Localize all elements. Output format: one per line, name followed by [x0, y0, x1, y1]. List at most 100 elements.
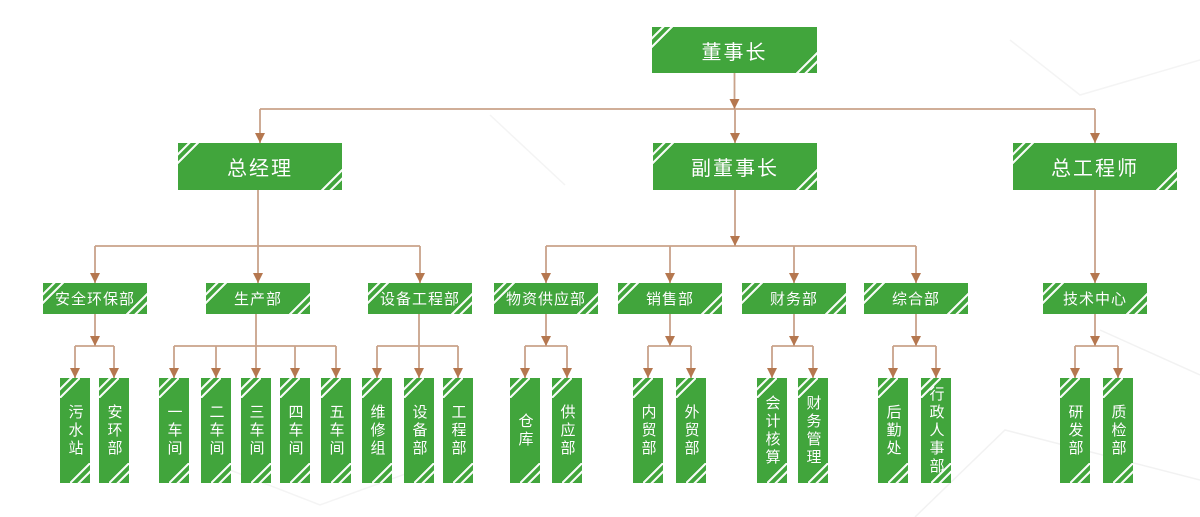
corner-stripe-icon — [820, 288, 846, 314]
corner-stripe-icon — [60, 378, 80, 398]
corner-stripe-icon — [676, 378, 696, 398]
org-node-admin-hr[interactable]: 行政人事部 — [921, 378, 951, 483]
org-node-workshop-5[interactable]: 五车间 — [321, 378, 351, 483]
org-node-general-manager[interactable]: 总经理 — [178, 143, 342, 190]
corner-stripe-icon — [109, 463, 129, 483]
decor-line — [1100, 330, 1200, 375]
org-node-workshop-2[interactable]: 二车间 — [201, 378, 231, 483]
org-node-chairman[interactable]: 董事长 — [652, 27, 817, 73]
org-node-vice-chairman[interactable]: 副董事长 — [653, 143, 817, 190]
org-node-material-supply[interactable]: 物资供应部 — [494, 283, 598, 314]
org-node-qc-dept[interactable]: 质检部 — [1103, 378, 1133, 483]
org-node-label: 维修组 — [367, 404, 388, 458]
decor-line — [490, 115, 565, 185]
org-node-engineering-dept[interactable]: 工程部 — [443, 378, 473, 483]
corner-stripe-icon — [99, 378, 119, 398]
corner-stripe-icon — [443, 378, 463, 398]
org-node-label: 质检部 — [1108, 404, 1129, 458]
org-node-workshop-1[interactable]: 一车间 — [159, 378, 189, 483]
org-node-general-affairs[interactable]: 综合部 — [864, 283, 968, 314]
corner-stripe-icon — [331, 463, 351, 483]
corner-stripe-icon — [404, 378, 424, 398]
corner-stripe-icon — [618, 283, 644, 309]
org-node-label: 设备部 — [409, 404, 430, 458]
org-node-label: 董事长 — [702, 36, 768, 65]
org-node-warehouse[interactable]: 仓库 — [510, 378, 540, 483]
org-node-rd-dept[interactable]: 研发部 — [1060, 378, 1090, 483]
org-node-label: 一车间 — [164, 404, 185, 458]
corner-stripe-icon — [878, 378, 898, 398]
org-node-label: 工程部 — [448, 404, 469, 458]
org-node-production[interactable]: 生产部 — [206, 283, 310, 314]
org-node-finance[interactable]: 财务部 — [742, 283, 846, 314]
corner-stripe-icon — [290, 463, 310, 483]
corner-stripe-icon — [362, 378, 382, 398]
corner-stripe-icon — [562, 463, 582, 483]
org-node-label: 外贸部 — [681, 404, 702, 458]
corner-stripe-icon — [241, 378, 261, 398]
org-node-accounting[interactable]: 会计核算 — [757, 378, 787, 483]
corner-stripe-icon — [643, 463, 663, 483]
org-node-label: 物资供应部 — [506, 288, 586, 309]
org-node-label: 供应部 — [557, 404, 578, 458]
org-node-safety-dept[interactable]: 安环部 — [99, 378, 129, 483]
org-node-label: 技术中心 — [1063, 288, 1127, 309]
org-node-label: 总经理 — [227, 152, 293, 181]
corner-stripe-icon — [1103, 378, 1123, 398]
corner-stripe-icon — [696, 288, 722, 314]
corner-stripe-icon — [742, 283, 768, 309]
org-node-label: 仓库 — [515, 413, 536, 449]
org-node-logistics[interactable]: 后勤处 — [878, 378, 908, 483]
org-node-label: 内贸部 — [638, 404, 659, 458]
org-node-label: 污水站 — [65, 404, 86, 458]
org-node-label: 总工程师 — [1051, 152, 1139, 181]
decor-line — [915, 430, 1200, 517]
org-node-supply-dept[interactable]: 供应部 — [552, 378, 582, 483]
org-node-label: 财务管理 — [803, 395, 824, 467]
org-node-sewage-station[interactable]: 污水站 — [60, 378, 90, 483]
corner-stripe-icon — [652, 27, 678, 53]
corner-stripe-icon — [791, 164, 817, 190]
org-node-maintenance[interactable]: 维修组 — [362, 378, 392, 483]
corner-stripe-icon — [510, 378, 530, 398]
corner-stripe-icon — [633, 378, 653, 398]
org-node-label: 生产部 — [234, 288, 282, 309]
corner-stripe-icon — [1151, 164, 1177, 190]
corner-stripe-icon — [414, 463, 434, 483]
corner-stripe-icon — [520, 463, 540, 483]
org-node-tech-center[interactable]: 技术中心 — [1043, 283, 1147, 314]
connector-group — [75, 73, 1118, 378]
org-node-label: 四车间 — [285, 404, 306, 458]
org-node-financial-mgmt[interactable]: 财务管理 — [798, 378, 828, 483]
org-node-label: 设备工程部 — [380, 288, 460, 309]
org-node-domestic-trade[interactable]: 内贸部 — [633, 378, 663, 483]
org-node-safety-env[interactable]: 安全环保部 — [43, 283, 147, 314]
corner-stripe-icon — [70, 463, 90, 483]
org-node-equipment-dept[interactable]: 设备部 — [404, 378, 434, 483]
org-node-label: 安全环保部 — [55, 288, 135, 309]
corner-stripe-icon — [453, 463, 473, 483]
corner-stripe-icon — [206, 283, 232, 309]
org-node-label: 后勤处 — [883, 404, 904, 458]
org-node-sales[interactable]: 销售部 — [618, 283, 722, 314]
org-node-label: 销售部 — [646, 288, 694, 309]
corner-stripe-icon — [159, 378, 179, 398]
org-node-foreign-trade[interactable]: 外贸部 — [676, 378, 706, 483]
org-node-label: 综合部 — [892, 288, 940, 309]
org-node-label: 三车间 — [246, 404, 267, 458]
decor-line — [1010, 40, 1200, 95]
corner-stripe-icon — [1013, 143, 1039, 169]
org-node-workshop-3[interactable]: 三车间 — [241, 378, 271, 483]
org-node-workshop-4[interactable]: 四车间 — [280, 378, 310, 483]
corner-stripe-icon — [1070, 463, 1090, 483]
org-node-label: 财务部 — [770, 288, 818, 309]
corner-stripe-icon — [316, 164, 342, 190]
org-node-label: 二车间 — [206, 404, 227, 458]
corner-stripe-icon — [280, 378, 300, 398]
corner-stripe-icon — [211, 463, 231, 483]
org-node-equipment-eng[interactable]: 设备工程部 — [368, 283, 472, 314]
org-node-label: 副董事长 — [691, 152, 779, 181]
corner-stripe-icon — [686, 463, 706, 483]
org-node-chief-engineer[interactable]: 总工程师 — [1013, 143, 1177, 190]
